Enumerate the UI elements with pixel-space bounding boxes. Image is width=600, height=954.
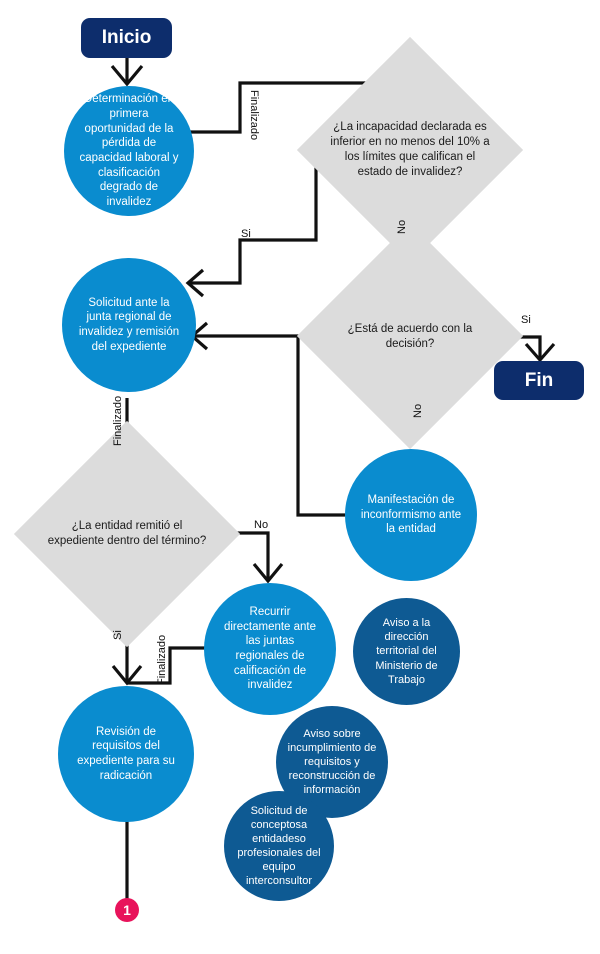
determination-step: Determinación en primera oportunidad de … xyxy=(64,86,194,216)
edge-label-finalizado-1: Finalizado xyxy=(248,90,260,141)
decision-text-under-ten-percent: ¿La incapacidad declarada es inferior en… xyxy=(330,121,490,178)
request-step: Solicitud ante la junta regional de inva… xyxy=(62,258,196,392)
decision-text-agree: ¿Está de acuerdo con la decisión? xyxy=(347,323,473,350)
continuation-connector: 1 xyxy=(115,898,139,922)
review-step: Revisión de requisitos del expediente pa… xyxy=(58,686,194,822)
edge-label-no-2: No xyxy=(412,403,424,418)
end-terminal: Fin xyxy=(494,361,584,400)
edge-label-finalizado-2: Finalizado xyxy=(112,395,124,446)
edge-label-si-1: Si xyxy=(241,228,251,240)
concept-request-step: Solicitud de conceptosa entidadeso profe… xyxy=(224,791,334,901)
edge-label-si-3: Si xyxy=(112,630,124,640)
decision-text-sent-in-time: ¿La entidad remitió el expediente dentro… xyxy=(47,520,207,547)
edge-label-no-1: No xyxy=(396,219,408,234)
notice-ministry-step: Aviso a la dirección territorial del Min… xyxy=(353,598,460,705)
edge-label-no-3: No xyxy=(254,519,269,531)
edge-label-finalizado-3: Finalizado xyxy=(156,634,168,685)
direct-appeal-step: Recurrir directamente ante las juntas re… xyxy=(204,583,336,715)
nonconformity-step: Manifestación de inconformismo ante la e… xyxy=(345,449,477,581)
edge-label-si-2: Si xyxy=(521,314,531,326)
start-terminal: Inicio xyxy=(81,18,172,58)
